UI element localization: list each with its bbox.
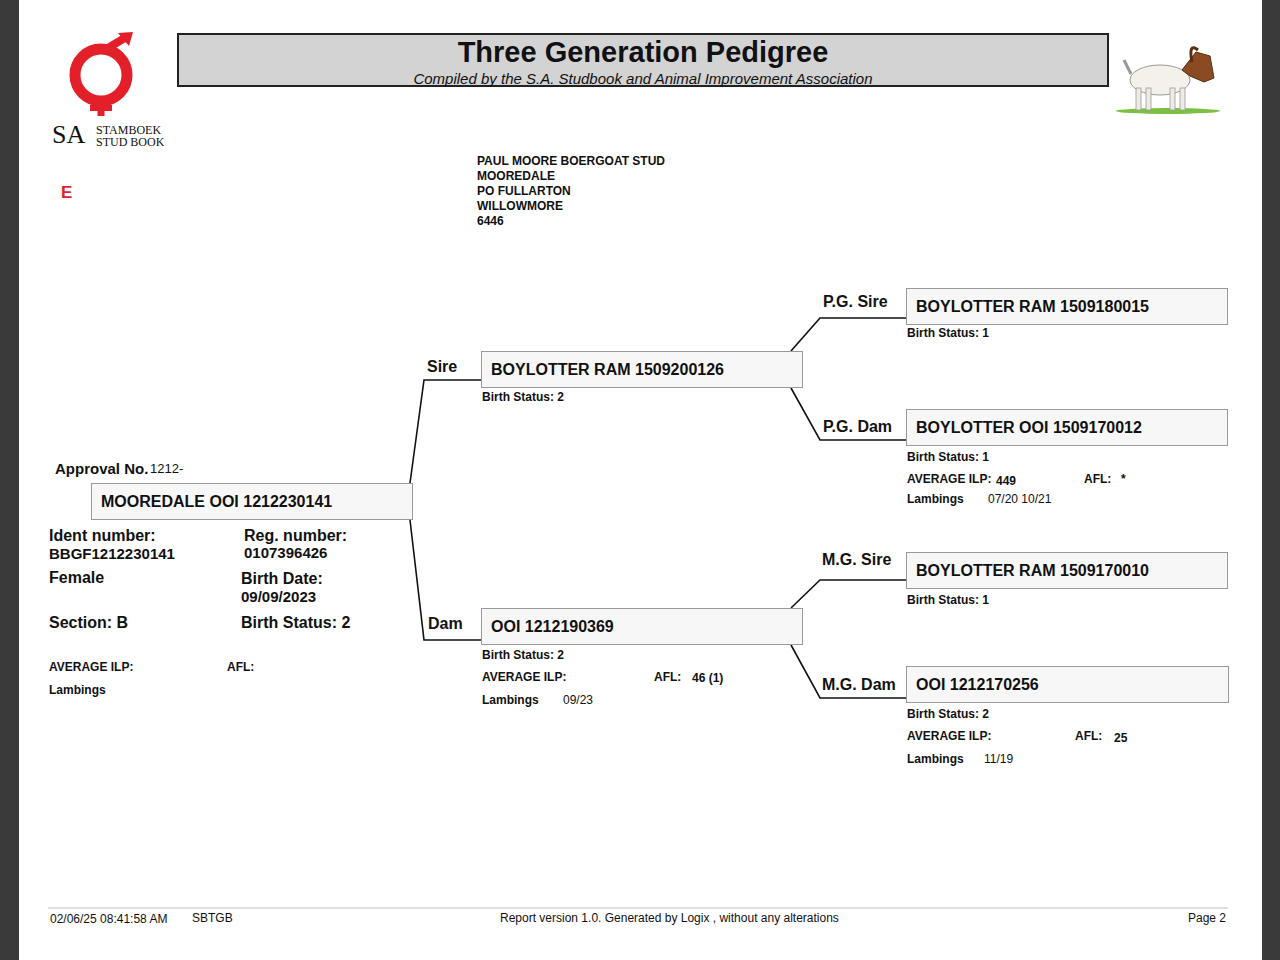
animal-name: BOYLOTTER RAM 1509200126 [482,361,724,379]
field-label: AVERAGE ILP: [907,730,991,744]
pedigree-line [410,520,481,640]
field-label: AFL: [654,671,681,685]
field-label: 09/09/2023 [241,588,316,605]
field-label: PO FULLARTON [477,185,571,199]
studbook-logo [75,32,133,116]
field-label: MOOREDALE [477,170,555,184]
field-label: Sire [427,358,457,376]
field-label: WILLOWMORE [477,200,563,214]
pedigree-box: BOYLOTTER RAM 1509200126 [481,351,803,388]
field-label: Approval No. [55,460,148,477]
field-label: Birth Status: 2 [907,708,989,722]
field-label: Lambings [907,493,964,507]
field-label: Lambings [907,753,964,767]
field-label: STUD BOOK [96,136,164,150]
field-label: AVERAGE ILP: [49,661,133,675]
field-label: 1212- [150,462,183,477]
pedigree-box: MOOREDALE OOI 1212230141 [91,483,413,520]
field-label: 07/20 10/21 [988,493,1051,507]
field-label: AFL: [227,661,254,675]
field-label: 449 [996,475,1016,489]
page-title: Three Generation Pedigree [179,35,1107,69]
field-label: AVERAGE ILP: [482,671,566,685]
field-label: AFL: [1084,473,1111,487]
pedigree-box: BOYLOTTER OOI 1509170012 [906,409,1228,446]
field-label: 25 [1114,732,1127,746]
field-label: SBTGB [192,912,233,926]
field-label: PAUL MOORE BOERGOAT STUD [477,155,665,169]
animal-name: BOYLOTTER OOI 1509170012 [907,419,1142,437]
field-label: Birth Status: 1 [907,451,989,465]
field-label: * [1121,473,1126,487]
field-label: Birth Status: 1 [907,327,989,341]
field-label: E [61,183,72,203]
field-label: P.G. Dam [823,418,892,436]
pedigree-line [791,318,906,351]
pedigree-line [791,645,906,698]
animal-name: OOI 1212170256 [907,676,1039,694]
subtitle: Compiled by the S.A. Studbook and Animal… [179,70,1107,87]
field-label: 09/23 [563,694,593,708]
field-label: AFL: [1075,730,1102,744]
goat-illustration [1116,48,1220,114]
field-label: Birth Status: 2 [482,649,564,663]
pedigree-box: OOI 1212170256 [906,666,1229,703]
animal-name: OOI 1212190369 [482,618,614,636]
pedigree-box: BOYLOTTER RAM 1509170010 [906,552,1228,589]
field-label: Reg. number: [244,527,347,545]
field-label: M.G. Dam [822,676,896,694]
field-label: 46 (1) [692,672,723,686]
field-label: Page 2 [1188,912,1226,926]
field-label: Report version 1.0. Generated by Logix ,… [500,912,839,926]
field-label: Ident number: [49,527,156,545]
pedigree-line [791,388,906,440]
footer-rule [48,908,1228,909]
pedigree-line [410,380,481,483]
field-label: Lambings [49,684,106,698]
field-label: 11/19 [984,753,1013,767]
pedigree-box: BOYLOTTER RAM 1509180015 [906,288,1228,325]
field-label: BBGF1212230141 [49,545,175,562]
field-label: SA [52,120,85,150]
field-label: Birth Status: 2 [482,391,564,405]
animal-name: BOYLOTTER RAM 1509170010 [907,562,1149,580]
field-label: Birth Status: 2 [241,614,350,632]
field-label: Birth Status: 1 [907,594,989,608]
field-label: 6446 [477,215,504,229]
field-label: Lambings [482,694,539,708]
field-label: 02/06/25 08:41:58 AM [50,913,167,927]
field-label: P.G. Sire [823,293,888,311]
field-label: M.G. Sire [822,551,891,569]
field-label: AVERAGE ILP: [907,473,991,487]
field-label: Section: B [49,614,128,632]
pedigree-box: OOI 1212190369 [481,608,803,645]
page-ground [19,0,1262,960]
field-label: Dam [428,615,463,633]
animal-name: BOYLOTTER RAM 1509180015 [907,298,1149,316]
field-label: Birth Date: [241,570,323,588]
field-label: 0107396426 [244,544,327,561]
animal-name: MOOREDALE OOI 1212230141 [92,493,332,511]
field-label: Female [49,569,104,587]
pedigree-line [791,580,906,608]
title-band: Three Generation PedigreeCompiled by the… [177,33,1109,87]
